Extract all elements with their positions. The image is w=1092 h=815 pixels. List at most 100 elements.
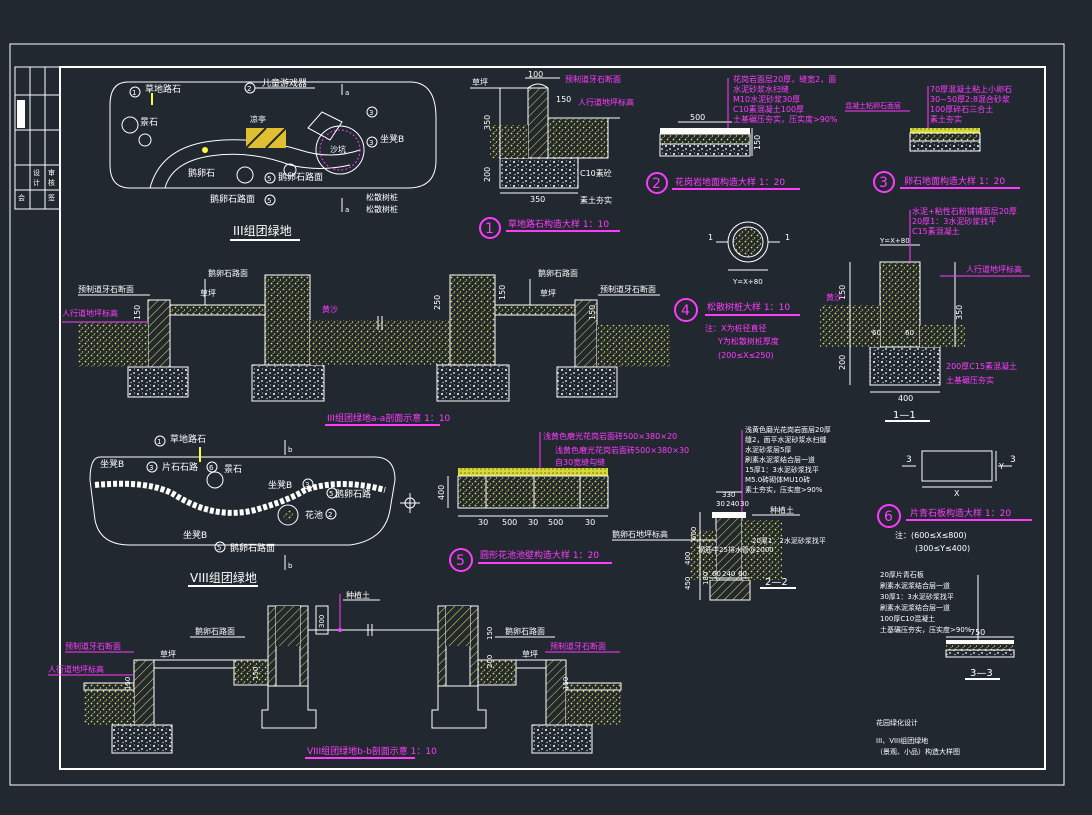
s11-label-6: 土基碾压夯实 bbox=[946, 375, 994, 385]
d2-label-1: 水泥砂浆水扫缝 bbox=[733, 84, 789, 94]
s22-label-3: 刷素水泥浆结合层一道 bbox=[745, 455, 815, 464]
saa-title: III组团绿地a-a剖面示意 1：10 bbox=[327, 412, 451, 424]
d3-label-3: 素土夯实 bbox=[930, 114, 962, 124]
svg-text:1: 1 bbox=[785, 233, 790, 242]
detail-2: 500 150 花岗岩面层20厚，缝宽2，面 水泥砂浆水扫缝 M10水泥砂浆30… bbox=[646, 74, 838, 194]
d6-number: 6 bbox=[884, 509, 893, 525]
sbb-dim-2: 150 bbox=[252, 667, 260, 680]
saa-label-7: 预制道牙石断面 bbox=[600, 284, 656, 294]
saa-label-3: 人行道地坪标高 bbox=[62, 308, 118, 318]
d1-label-4: 素土夯实 bbox=[580, 195, 612, 205]
s22-label-2: 水泥砂浆层5厚 bbox=[745, 445, 791, 454]
d1-dim-4: 200 bbox=[483, 167, 492, 182]
sheet-border-outer bbox=[9, 43, 1065, 786]
s22-dim-0: 330 bbox=[722, 491, 735, 499]
s11-label-2: C15素混凝土 bbox=[912, 226, 960, 236]
d6-note-1: (300≤Y≤400) bbox=[915, 544, 970, 553]
side-cell-5: 会 bbox=[18, 193, 25, 202]
title-block: 花园绿化设计 III、VIII组团绿地 （景观、小品）构造大样图 bbox=[876, 718, 960, 756]
section-1-1: Y=X+80 150 350 60 60 200 400 水泥+粘性石粉铺铺面层… bbox=[820, 206, 1030, 422]
detail-3: 70厚混凝土粘上小卵石 30~50厚2:8混合砂浆 100厚碎石三合土 素土夯实… bbox=[845, 84, 1020, 193]
sheet-border-inner bbox=[59, 66, 1046, 770]
s33-label-5: 土基碾压夯实，压实度>90% bbox=[880, 625, 972, 634]
svg-text:5: 5 bbox=[267, 175, 271, 183]
plan-viii-mark-b1: b bbox=[288, 446, 293, 454]
sbb-label-1: 鹅卵石路面 bbox=[195, 626, 235, 636]
s22-dim-7: 180 bbox=[702, 572, 710, 585]
tb-project: 花园绿化设计 bbox=[876, 718, 918, 727]
plan-viii-pebble-path-label: 鹅卵石路面 bbox=[230, 542, 275, 554]
d6-label-2: 3 bbox=[906, 455, 912, 465]
sbb-title: VIII组团绿地b-b剖面示意 1：10 bbox=[307, 745, 437, 757]
s11-label-1: 20厚1：3水泥砂浆找平 bbox=[912, 216, 996, 226]
s22-dim-5: 400 bbox=[684, 552, 692, 565]
d3-label-2: 100厚碎石三合土 bbox=[930, 104, 993, 114]
d3-label-0: 70厚混凝土粘上小卵石 bbox=[930, 84, 1012, 94]
d5-label-1: 浅黄色磨光花岗岩面砖500×380×30 bbox=[555, 445, 689, 455]
sbb-label-7: 草坪 bbox=[522, 649, 538, 659]
side-cell-4: 核 bbox=[48, 178, 55, 187]
saa-label-0: 鹅卵石路面 bbox=[208, 268, 248, 278]
s11-dim-5: 200 bbox=[838, 355, 847, 370]
d4-note-2: (200≤X≤250) bbox=[718, 351, 774, 360]
d6-label-0: X bbox=[954, 489, 960, 498]
saa-dim-0: 150 bbox=[133, 305, 142, 320]
plan-iii-mark-a2: a bbox=[345, 206, 349, 214]
d3-label-4: 混凝土粘卵石面层 bbox=[845, 101, 901, 110]
d3-label-1: 30~50厚2:8混合砂浆 bbox=[930, 94, 1010, 104]
sandpit bbox=[315, 125, 365, 175]
d1-label-0: 草坪 bbox=[472, 77, 488, 87]
plan-iii-play-label: 儿童游戏器 bbox=[262, 77, 307, 89]
s22-label-1: 缝2，面平水泥砂浆水扫缝 bbox=[745, 435, 826, 444]
svg-text:5: 5 bbox=[329, 490, 333, 498]
plan-iii-mark-a1: a bbox=[345, 89, 349, 97]
s22-dim-2: 240 bbox=[726, 500, 739, 508]
d4-note-0: 注：X为桩径直径 bbox=[705, 323, 766, 333]
plan-iii-pavilion-label: 凉亭 bbox=[250, 114, 266, 124]
s22-label-0: 浅黄色磨光花岗岩面层20厚 bbox=[745, 425, 831, 434]
section-2-2: 浅黄色磨光花岗岩面层20厚 缝2，面平水泥砂浆水扫缝 水泥砂浆层5厚 刷素水泥浆… bbox=[612, 425, 831, 601]
plan-iii-seat-label: 坐凳B bbox=[380, 134, 404, 145]
saa-label-6: 草坪 bbox=[540, 288, 556, 298]
s22-dim-3: 30 bbox=[740, 500, 749, 508]
section-bb: 种植土 鹅卵石路面 鹅卵石路面 预制道牙石断面 预制道牙石断面 人行道地坪标高 … bbox=[48, 590, 622, 759]
s22-dim-10: 60 bbox=[738, 570, 747, 578]
svg-text:2: 2 bbox=[328, 511, 332, 519]
d5-dim-5: 30 bbox=[585, 518, 595, 527]
s22-dim-4: 600 bbox=[690, 527, 698, 540]
svg-text:3: 3 bbox=[369, 139, 373, 147]
d1-label-3: C10素砼 bbox=[580, 168, 612, 178]
s11-dim-2: 350 bbox=[955, 305, 964, 320]
s22-label-5: M5.0砖砌体MU10砖 bbox=[745, 475, 810, 484]
s22-label-7: 种植土 bbox=[770, 505, 794, 515]
sbb-dim-3: 150 bbox=[486, 627, 494, 640]
plan-viii: 1 草地路石 3 坐凳B 片石石路 6 景石 坐凳B 3 鹅卵石路 5 花池 2… bbox=[89, 433, 420, 587]
saa-label-5: 鹅卵石路面 bbox=[538, 268, 578, 278]
detail-6: 3 3 X Y 6 片青石板构造大样 1：20 注：(600≤X≤800) (3… bbox=[877, 450, 1032, 553]
d4-title: 松散树桩大样 1：10 bbox=[707, 301, 790, 313]
svg-text:3: 3 bbox=[305, 481, 309, 489]
d2-title: 花岗岩地面构造大样 1：20 bbox=[675, 176, 785, 188]
d2-dim-0: 500 bbox=[690, 113, 705, 122]
d5-number: 5 bbox=[456, 553, 465, 569]
d3-title: 卵石地面构造大样 1：20 bbox=[904, 175, 1005, 187]
s22-title: 2—2 bbox=[765, 577, 788, 588]
detail-5: 浅黄色磨光花岗岩面砖500×380×20 浅黄色磨光花岗岩面砖500×380×3… bbox=[437, 431, 689, 572]
d1-number: 1 bbox=[485, 221, 494, 237]
sbb-label-2: 鹅卵石路面 bbox=[505, 626, 545, 636]
d1-label-1: 预制道牙石断面 bbox=[565, 74, 621, 84]
d6-label-1: Y bbox=[998, 462, 1004, 471]
d2-label-0: 花岗岩面层20厚，缝宽2，面 bbox=[733, 74, 836, 84]
sbb-label-5: 人行道地坪标高 bbox=[48, 664, 104, 674]
d2-label-2: M10水泥砂浆30厚 bbox=[733, 94, 800, 104]
s33-label-1: 刷素水泥浆结合层一道 bbox=[880, 581, 950, 590]
sbb-label-0: 种植土 bbox=[346, 590, 370, 600]
svg-text:6: 6 bbox=[209, 464, 214, 472]
plan-iii-tree-pile-label: 松散树桩 bbox=[366, 192, 398, 202]
d5-title: 圆形花池池壁构造大样 1：20 bbox=[480, 549, 599, 561]
s11-dim-0: Y=X+80 bbox=[879, 237, 910, 245]
tb-line2: III、VIII组团绿地 bbox=[876, 736, 928, 745]
d2-dim-1: 150 bbox=[753, 135, 762, 150]
sbb-label-3: 预制道牙石断面 bbox=[65, 641, 121, 651]
